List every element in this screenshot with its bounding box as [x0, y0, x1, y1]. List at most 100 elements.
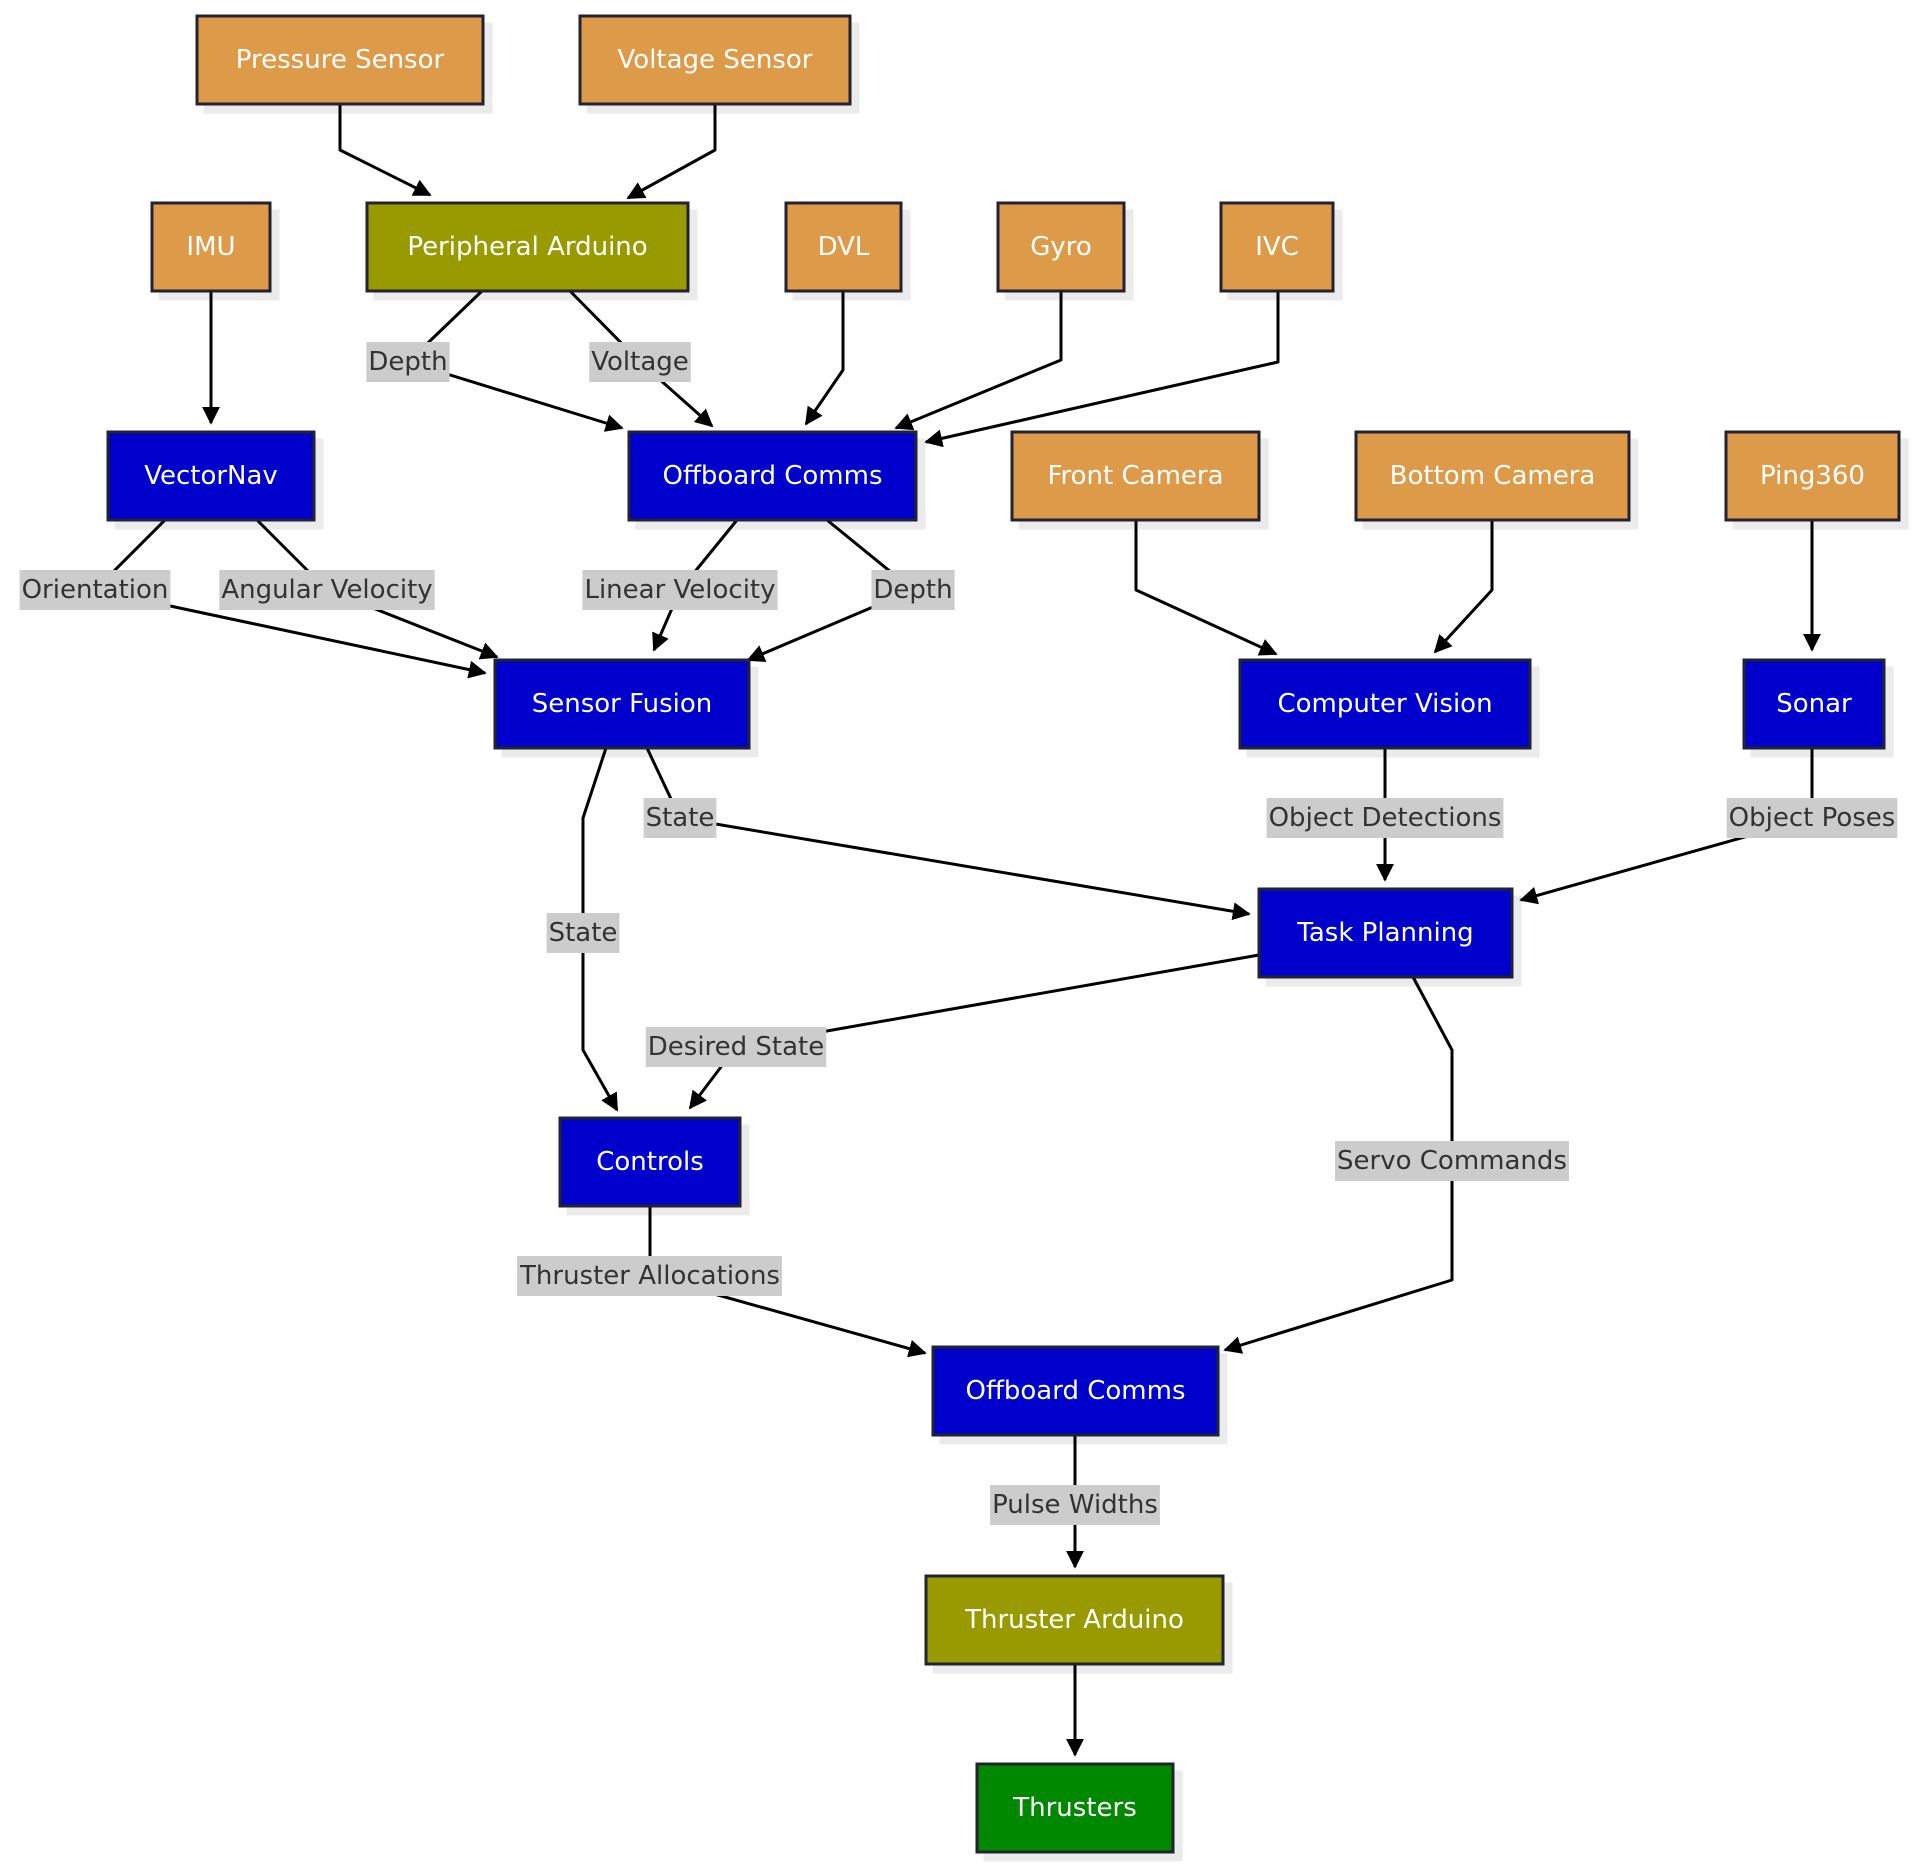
- node-box: [1238, 658, 1532, 750]
- edge-label-background: [1726, 798, 1898, 838]
- node-controls: Controls: [558, 1116, 742, 1208]
- node-label: IVC: [1255, 232, 1299, 262]
- node-box: [1010, 430, 1261, 522]
- edge-ivc-to-offboard-comms-top: [924, 291, 1280, 448]
- edge-label-background: [990, 1485, 1160, 1525]
- node-computer-vision: Computer Vision: [1238, 658, 1532, 750]
- node-dvl: DVL: [784, 201, 903, 293]
- edge-label: State: [546, 913, 620, 953]
- node-box: [1354, 430, 1631, 522]
- node-offboard-comms-bottom: Offboard Comms: [931, 1345, 1220, 1437]
- node-box: [996, 201, 1126, 293]
- node-label: Pressure Sensor: [236, 45, 445, 75]
- edge-label: Object Poses: [1726, 798, 1898, 838]
- edge-label: Angular Velocity: [219, 570, 435, 610]
- node-box: [1742, 658, 1886, 750]
- node-bottom-camera: Bottom Camera: [1354, 430, 1631, 522]
- node-label: Thruster Arduino: [964, 1605, 1184, 1635]
- edge-label-text: Depth: [368, 347, 447, 377]
- edge-voltage-sensor-to-peripheral-arduino: [626, 104, 717, 200]
- node-box: [365, 201, 690, 293]
- edge-label: Voltage: [589, 342, 691, 382]
- node-label: VectorNav: [144, 461, 278, 491]
- edge-label-text: Depth: [873, 575, 952, 605]
- edge-bottom-camera-to-computer-vision: [1433, 520, 1494, 654]
- node-box: [975, 1762, 1175, 1854]
- node-label: Bottom Camera: [1390, 461, 1596, 491]
- node-peripheral-arduino: Peripheral Arduino: [365, 201, 690, 293]
- edge-label: Linear Velocity: [582, 570, 778, 610]
- edge-label-text: Object Poses: [1729, 803, 1896, 833]
- edge-label-text: Thruster Allocations: [519, 1261, 780, 1291]
- node-label: Controls: [596, 1147, 704, 1177]
- node-thruster-arduino: Thruster Arduino: [924, 1574, 1225, 1666]
- edge-label-text: Voltage: [591, 347, 689, 377]
- node-label: DVL: [818, 232, 870, 262]
- edge-label: Desired State: [645, 1027, 827, 1067]
- edge-label-text: Desired State: [648, 1032, 825, 1062]
- node-box: [931, 1345, 1220, 1437]
- edge-label: Orientation: [19, 570, 171, 610]
- node-label: Ping360: [1760, 461, 1865, 491]
- edge-front-camera-to-computer-vision: [1134, 520, 1278, 656]
- edge-label-background: [546, 913, 620, 953]
- edge-label: Object Detections: [1266, 798, 1504, 838]
- node-box: [1257, 887, 1514, 979]
- node-pressure-sensor: Pressure Sensor: [195, 14, 485, 106]
- edge-label-text: Object Detections: [1269, 803, 1502, 833]
- node-box: [106, 430, 316, 522]
- node-sonar: Sonar: [1742, 658, 1886, 750]
- node-box: [1724, 430, 1901, 522]
- node-label: Voltage Sensor: [618, 45, 813, 75]
- edge-sensor-fusion-to-task-planning: [645, 747, 1251, 921]
- edge-label: Thruster Allocations: [517, 1256, 782, 1296]
- edge-label-background: [645, 1027, 827, 1067]
- node-ping360: Ping360: [1724, 430, 1901, 522]
- node-label: Thrusters: [1012, 1793, 1137, 1823]
- node-imu: IMU: [150, 201, 272, 293]
- node-task-planning: Task Planning: [1257, 887, 1514, 979]
- edge-label-text: Angular Velocity: [221, 575, 432, 605]
- node-vectornav: VectorNav: [106, 430, 316, 522]
- node-label: Peripheral Arduino: [407, 232, 647, 262]
- node-label: Offboard Comms: [663, 461, 883, 491]
- edge-label-background: [366, 342, 450, 382]
- edge-label-background: [1266, 798, 1504, 838]
- node-label: IMU: [186, 232, 235, 262]
- node-label: Computer Vision: [1277, 689, 1492, 719]
- node-label: Sensor Fusion: [532, 689, 713, 719]
- node-ivc: IVC: [1219, 201, 1335, 293]
- edge-label-text: Orientation: [22, 575, 169, 605]
- edge-label-text: State: [646, 803, 715, 833]
- node-thrusters: Thrusters: [975, 1762, 1175, 1854]
- node-label: Sonar: [1776, 689, 1852, 719]
- edge-label: Depth: [366, 342, 450, 382]
- node-box: [558, 1116, 742, 1208]
- node-label: Gyro: [1030, 232, 1092, 262]
- node-box: [627, 430, 918, 522]
- node-front-camera: Front Camera: [1010, 430, 1261, 522]
- edge-label-text: Linear Velocity: [584, 575, 775, 605]
- node-offboard-comms-top: Offboard Comms: [627, 430, 918, 522]
- edge-label-background: [219, 570, 435, 610]
- edges-layer: [93, 104, 1821, 1757]
- node-sensor-fusion: Sensor Fusion: [493, 658, 751, 750]
- node-label: Front Camera: [1047, 461, 1223, 491]
- edge-label-text: State: [549, 918, 618, 948]
- edge-label-background: [643, 798, 717, 838]
- node-box: [195, 14, 485, 106]
- edge-label-background: [19, 570, 171, 610]
- edge-pressure-sensor-to-peripheral-arduino: [338, 104, 432, 197]
- node-label: Task Planning: [1296, 918, 1473, 948]
- edge-label-background: [1335, 1141, 1569, 1181]
- node-gyro: Gyro: [996, 201, 1126, 293]
- edge-label: Servo Commands: [1335, 1141, 1569, 1181]
- edge-label-background: [871, 570, 955, 610]
- node-box: [578, 14, 852, 106]
- edge-gyro-to-offboard-comms-top: [894, 291, 1063, 431]
- node-box: [784, 201, 903, 293]
- edge-label: Pulse Widths: [990, 1485, 1160, 1525]
- edge-label: Depth: [871, 570, 955, 610]
